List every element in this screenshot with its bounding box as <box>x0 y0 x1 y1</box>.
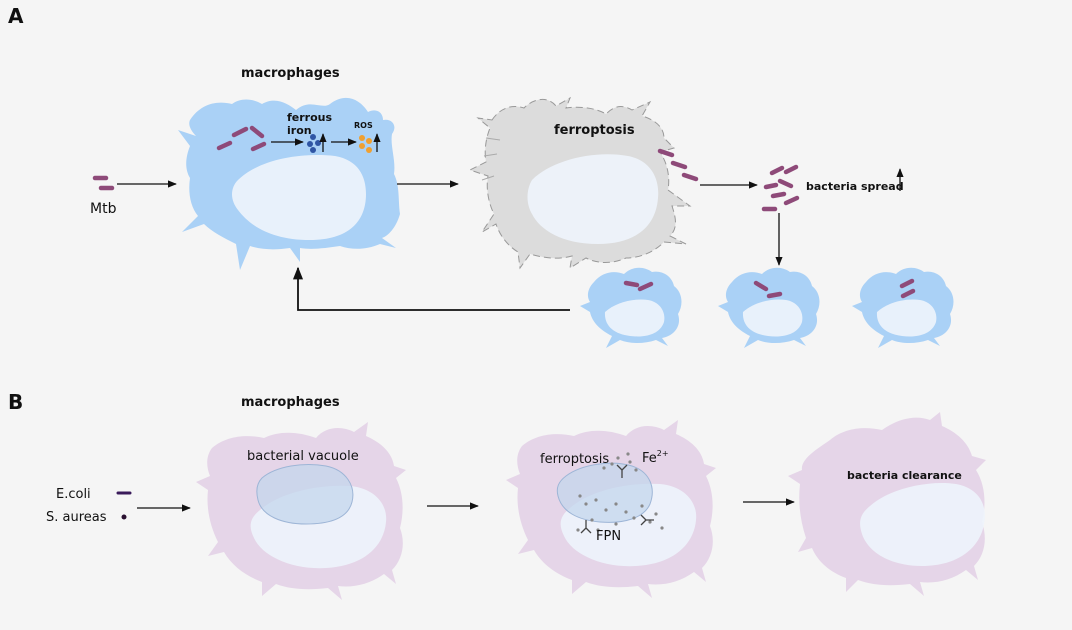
ferroptosis-label-b: ferroptosis <box>540 452 609 467</box>
escaping-bacteria <box>657 148 699 182</box>
fe-charge: 2+ <box>657 449 669 458</box>
ruptured-vacuole <box>556 462 653 523</box>
panel-b-macrophages-title: macrophages <box>241 395 340 410</box>
infected-cell-small-1 <box>580 267 682 348</box>
ros-dots <box>359 135 372 153</box>
mtb-label: Mtb <box>90 201 117 217</box>
fpn-transporter-icon <box>580 464 654 534</box>
bacterial-vacuole-label: bacterial vacuole <box>247 449 359 464</box>
mtb-bacteria <box>92 175 115 191</box>
ferroptotic-cell-gray <box>468 96 692 270</box>
feedback-loop-arrow <box>292 266 570 311</box>
fe-ion-label: Fe2+ <box>642 449 669 466</box>
ferrous-label: ferrous <box>287 111 332 124</box>
macrophage-purple-ferroptosis <box>506 420 716 598</box>
fpn-label: FPN <box>596 529 621 544</box>
saureas-symbol <box>121 514 127 520</box>
iron-label: iron <box>287 124 312 137</box>
bacteria-clearance-label: bacteria clearance <box>847 469 962 482</box>
bacteria-spread-label: bacteria spread <box>806 180 904 193</box>
panel-b-letter: B <box>8 390 23 414</box>
ros-label: ROS <box>354 121 373 130</box>
panel-a-macrophages-title: macrophages <box>241 66 340 81</box>
infected-cell-small-3 <box>852 267 954 348</box>
ecoli-label: E.coli <box>56 487 91 502</box>
bacterial-vacuole <box>256 464 354 525</box>
spread-bacteria-cluster <box>761 164 800 212</box>
macrophage-blue-large <box>178 97 400 270</box>
iron-particles <box>576 452 664 532</box>
macrophage-purple-1 <box>196 422 406 600</box>
saureas-label: S. aureas <box>46 510 107 525</box>
macrophage-purple-clearance <box>788 412 986 596</box>
ferrous-iron-dots <box>307 134 321 153</box>
infected-cell-small-2 <box>718 267 820 348</box>
fe-symbol: Fe <box>642 451 657 466</box>
panel-a-letter: A <box>8 4 24 28</box>
ferroptosis-label-a: ferroptosis <box>554 123 635 138</box>
